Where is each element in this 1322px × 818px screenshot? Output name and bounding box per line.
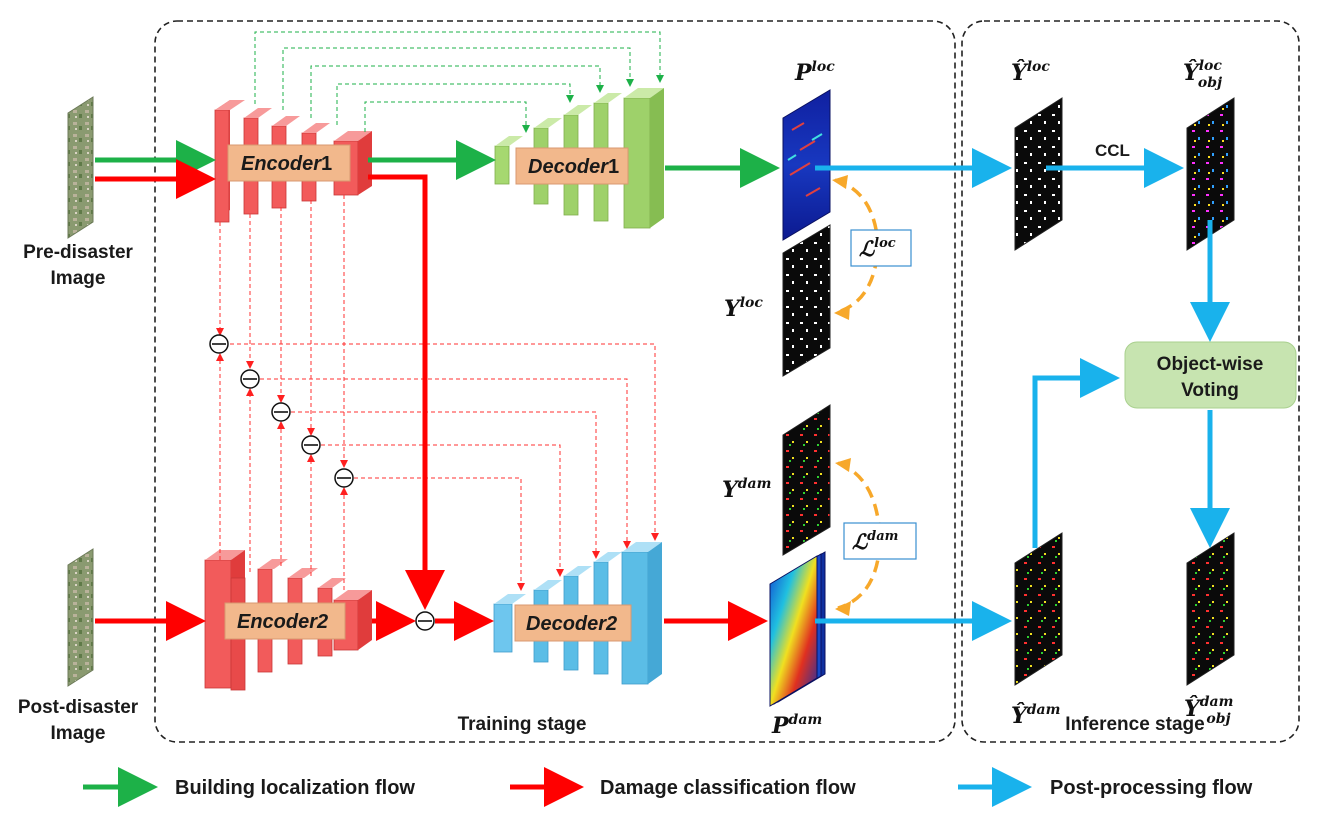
- legend-item-localization: Building localization flow: [83, 767, 415, 807]
- svg-text:Decoder1: Decoder1: [528, 156, 619, 178]
- yhat-loc-obj-sub: obj: [1198, 75, 1222, 91]
- p-dam-map: [769, 551, 826, 707]
- post-disaster-label-line1: Post-disaster: [18, 697, 139, 718]
- yhat-dam-base: Ŷ: [1011, 702, 1029, 729]
- training-stage-label: Training stage: [458, 714, 587, 735]
- encoder2-name: Encoder2: [237, 611, 328, 633]
- yhat-dam-obj-sup: dam: [1200, 694, 1234, 710]
- difference-skip-connections: [216, 195, 659, 591]
- minus-node-5: [334, 468, 354, 488]
- loc-loss-box: ℒloc: [850, 229, 912, 267]
- p-loc-map: [782, 89, 831, 241]
- encoder1-label-box: Encoder1: [227, 144, 351, 182]
- p-loc-base: P: [794, 60, 813, 86]
- dam-loss-base: ℒ: [852, 529, 868, 554]
- difference-operators: [209, 334, 435, 631]
- yhat-dam-obj-map: [1186, 532, 1235, 686]
- encoder2-label-box: Encoder2: [224, 602, 346, 640]
- loc-loss-base: ℒ: [859, 236, 875, 261]
- training-stage-frame: [154, 20, 956, 743]
- object-wise-voting-box: Object-wise Voting: [1124, 341, 1297, 409]
- decoder1-name: Decoder: [528, 156, 609, 178]
- yhat-loc-obj-base: Ŷ: [1183, 59, 1201, 86]
- encoder1-bottleneck-red-arrow: [368, 174, 445, 610]
- minus-node-3: [271, 402, 291, 422]
- y-dam-label: Ydam: [722, 476, 771, 503]
- yhat-dam-sup: dam: [1027, 702, 1061, 718]
- inference-stage-frame: [961, 20, 1300, 743]
- yhat-dam-obj-base: Ŷ: [1184, 695, 1202, 722]
- dam-loss-arc: [835, 458, 882, 616]
- y-loc-sup: loc: [740, 295, 764, 311]
- minus-node-1: [209, 334, 229, 354]
- yhat-dam-obj-sub: obj: [1206, 711, 1230, 727]
- encoder1-num: 1: [321, 153, 332, 175]
- legend: Building localization flow Damage classi…: [83, 767, 1253, 807]
- pre-disaster-label-line2: Image: [51, 268, 106, 289]
- yhat-dam-label: Ŷdam: [1011, 702, 1060, 729]
- decoder2-name: Decoder2: [526, 613, 617, 635]
- inference-stage-label: Inference stage: [1065, 714, 1204, 735]
- p-dam-sup: dam: [789, 712, 823, 728]
- voting-line1: Object-wise: [1157, 354, 1264, 375]
- dam-loss-box: ℒdam: [843, 522, 917, 560]
- post-disaster-image: [67, 548, 94, 687]
- y-dam-sup: dam: [738, 476, 772, 492]
- yhat-loc-sup: loc: [1027, 59, 1051, 75]
- y-loc-map: [782, 224, 831, 377]
- svg-text:Encoder1: Encoder1: [241, 153, 332, 175]
- ccl-label: CCL: [1095, 141, 1130, 160]
- dam-loss-sup: dam: [867, 529, 898, 544]
- y-dam-base: Y: [722, 477, 740, 503]
- p-dam-base: P: [771, 713, 790, 739]
- post-disaster-label-line2: Image: [51, 723, 106, 744]
- legend-item-postprocessing: Post-processing flow: [958, 767, 1253, 807]
- svg-text:ℒloc: ℒloc: [859, 236, 896, 261]
- yhat-loc-obj-map: [1186, 97, 1235, 251]
- y-dam-map: [782, 404, 831, 556]
- yhat-loc-obj-sup: loc: [1199, 58, 1223, 74]
- voting-line2: Voting: [1181, 380, 1239, 401]
- yhat-loc-label: Ŷloc: [1011, 59, 1050, 86]
- p-loc-sup: loc: [812, 59, 836, 75]
- decoder1-num: 1: [608, 156, 619, 178]
- y-loc-base: Y: [724, 296, 742, 322]
- yhat-loc-map: [1014, 97, 1063, 251]
- minus-node-2: [240, 369, 260, 389]
- decoder2-label-box: Decoder2: [514, 604, 632, 642]
- yhat-loc-base: Ŷ: [1011, 59, 1029, 86]
- encoder1-decoder1-skip-connections: [254, 31, 664, 133]
- loc-loss-sup: loc: [874, 236, 896, 251]
- minus-node-bottleneck: [415, 611, 435, 631]
- yhat-dam-to-voting-arrow: [1032, 358, 1120, 548]
- minus-node-4: [301, 435, 321, 455]
- p-dam-label: Pdam: [771, 712, 822, 739]
- legend-item-damage: Damage classification flow: [510, 767, 856, 807]
- yhat-dam-map: [1014, 532, 1063, 686]
- y-loc-label: Yloc: [724, 295, 763, 322]
- svg-text:ℒdam: ℒdam: [852, 529, 898, 554]
- legend-label-localization: Building localization flow: [175, 777, 415, 799]
- pre-disaster-image: [67, 96, 94, 239]
- decoder1-label-box: Decoder1: [515, 147, 629, 185]
- legend-label-postprocessing: Post-processing flow: [1050, 777, 1253, 799]
- legend-label-damage: Damage classification flow: [600, 777, 856, 799]
- p-loc-label: Ploc: [794, 59, 835, 86]
- pre-disaster-label-line1: Pre-disaster: [23, 242, 133, 263]
- encoder1-name: Encoder: [241, 153, 322, 175]
